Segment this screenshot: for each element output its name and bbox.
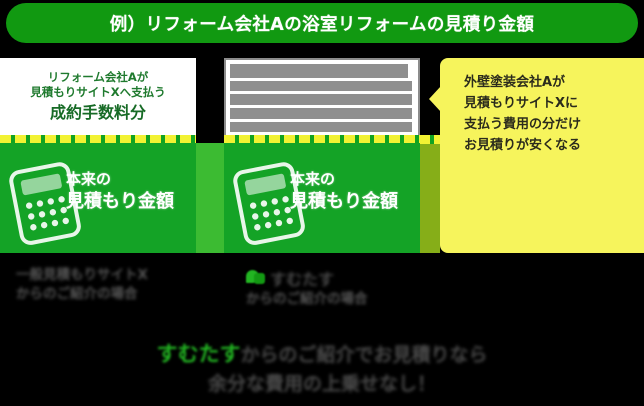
right-callout-text: 外壁塗装会社Aが 見積もりサイトXに 支払う費用の分だけ お見積りが安くなる [464,72,581,156]
brand-logo-row: すむたす [246,266,486,290]
comparison-right: すむたす からのご紹介の場合 [246,266,486,309]
calculator-icon [5,157,91,249]
comparison-left: 一般見積もりサイトX からのご紹介の場合 [16,266,226,304]
comparison-left-line-1: 一般見積もりサイトX [16,267,148,283]
callout-pointer [429,86,441,112]
right-callout-line-2: 見積もりサイトXに [464,96,579,111]
footer-line-2-wrap: 余分な費用の上乗せなし！ [0,370,644,399]
panel-gap-fill [196,143,224,253]
calculator-icon [229,157,315,249]
comparison-right-line-2: からのご紹介の場合 [246,291,368,307]
sumutasu-logo-icon [246,268,266,288]
brand-name: すむたす [270,270,335,289]
footer-line-2: 余分な費用の上乗せなし！ [207,373,436,395]
redact-bar [230,64,409,78]
right-callout-line-3: 支払う費用の分だけ [464,117,582,132]
footer-brand: すむたす [156,342,241,366]
page-title: 例）リフォーム会社Aの浴室リフォームの見積り金額 [109,14,535,35]
redact-bar [230,81,413,91]
left-caption-box: リフォーム会社Aが 見積もりサイトXへ支払う 成約手数料分 [0,58,196,135]
left-caption-line-1: リフォーム会社Aが [47,69,149,84]
left-amount-panel: 本来の 見積もり金額 [0,143,196,253]
footer-line-1: すむたすからのご紹介でお見積りなら [0,340,644,370]
redacted-text-box [224,58,420,146]
left-caption-line-3: 成約手数料分 [49,102,146,122]
redact-bar [230,122,413,132]
left-caption-line-2: 見積もりサイトXへ支払う [30,84,166,99]
right-callout-line-1: 外壁塗装会社Aが [464,75,566,90]
footer-line-1-rest: からのご紹介でお見積りなら [240,344,488,366]
right-callout-line-4: お見積りが安くなる [464,138,582,153]
left-panel-text: 本来の 見積もり金額 [66,169,174,214]
left-panel-line-2: 見積もり金額 [66,191,174,212]
redact-bar [230,108,413,119]
middle-amount-panel: 本来の 見積もり金額 [224,143,420,253]
bottom-comparison-row: 一般見積もりサイトX からのご紹介の場合 すむたす からのご紹介の場合 [0,266,644,326]
middle-panel-text: 本来の 見積もり金額 [290,169,398,214]
footer-message: すむたすからのご紹介でお見積りなら 余分な費用の上乗せなし！ [0,340,644,399]
left-dashed-divider [0,135,196,144]
redact-bar [230,94,413,105]
left-panel-line-1: 本来の [66,170,112,188]
middle-panel-line-2: 見積もり金額 [290,191,398,212]
middle-panel-line-1: 本来の [290,170,336,188]
panel-gap-fill-right [420,143,440,253]
comparison-left-line-2: からのご紹介の場合 [16,286,138,302]
header-banner: 例）リフォーム会社Aの浴室リフォームの見積り金額 [6,3,638,43]
middle-dashed-divider [224,135,440,144]
right-callout-box: 外壁塗装会社Aが 見積もりサイトXに 支払う費用の分だけ お見積りが安くなる [440,58,644,253]
